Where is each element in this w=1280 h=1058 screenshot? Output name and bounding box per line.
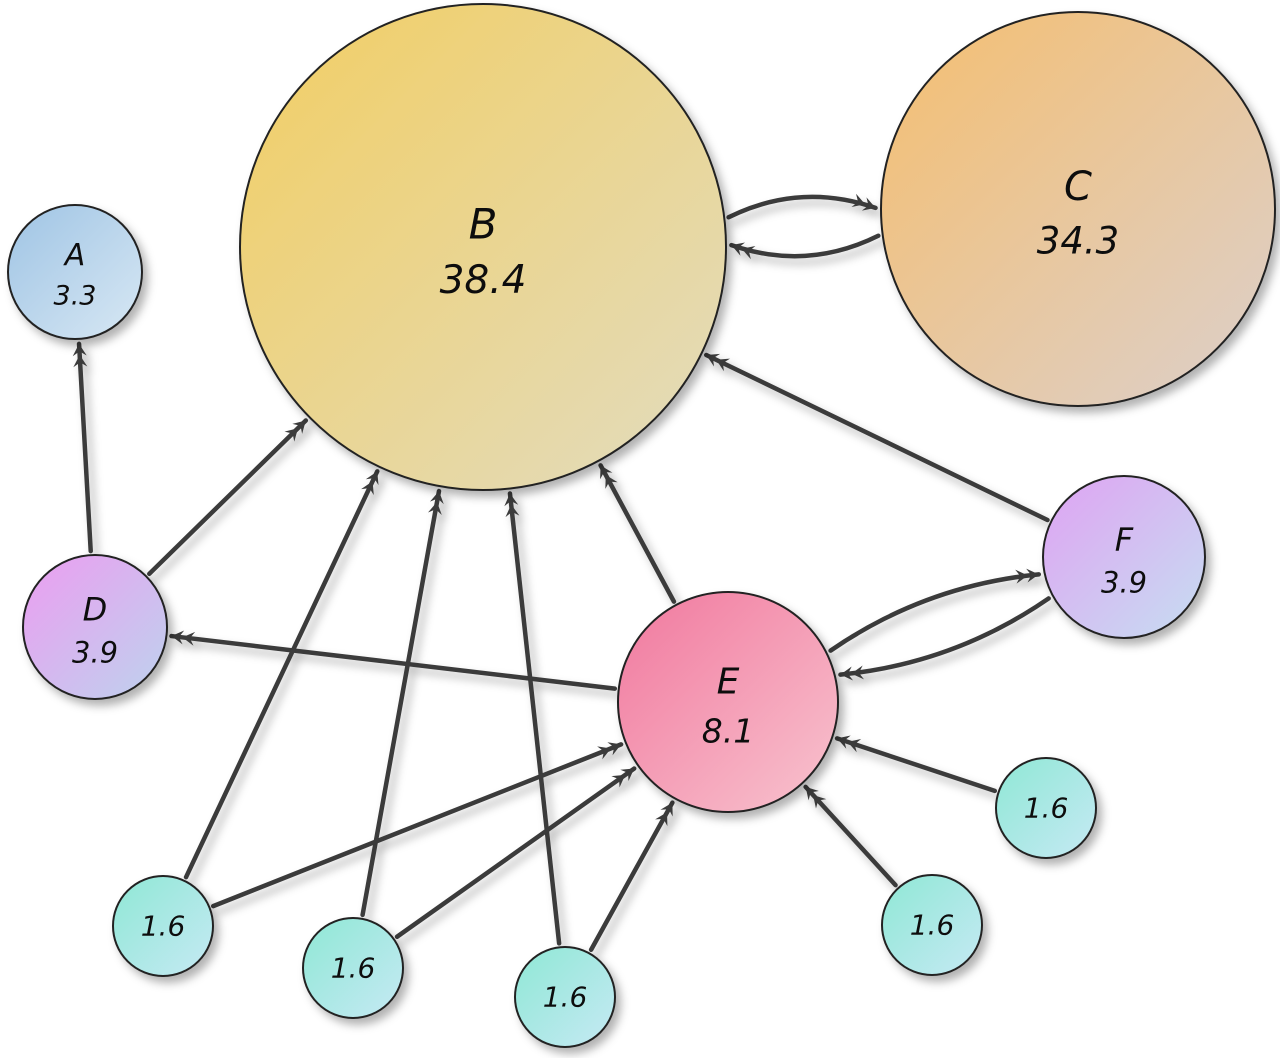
edge-G3-to-B xyxy=(504,491,562,946)
node-G1: 1.6 xyxy=(112,875,214,977)
node-circle-E xyxy=(617,591,839,813)
node-circle-G3 xyxy=(514,946,616,1048)
node-value-G4: 1.6 xyxy=(910,909,955,942)
node-label-A: A xyxy=(63,238,86,273)
edge-C-to-B xyxy=(729,233,881,260)
node-E: E 8.1 xyxy=(617,591,839,813)
node-circle-G4 xyxy=(881,874,983,976)
node-circle-A xyxy=(7,204,143,340)
node-circle-D xyxy=(22,554,168,700)
node-circle-B xyxy=(239,3,727,491)
node-D: D 3.9 xyxy=(22,554,168,700)
node-value-G3: 1.6 xyxy=(543,981,588,1014)
edge-F-to-E xyxy=(838,596,1051,681)
node-value-D: 3.9 xyxy=(72,636,118,670)
node-G2: 1.6 xyxy=(302,917,404,1019)
edge-G4-to-E xyxy=(803,784,898,888)
edge-G5-to-E xyxy=(834,735,998,794)
edge-G1-to-B xyxy=(183,469,380,880)
node-G4: 1.6 xyxy=(881,874,983,976)
node-circle-G5 xyxy=(995,757,1097,859)
node-A: A 3.3 xyxy=(7,204,143,340)
node-B: B 38.4 xyxy=(239,3,727,491)
node-value-G2: 1.6 xyxy=(331,952,376,985)
node-label-E: E xyxy=(717,662,740,703)
edge-D-to-B xyxy=(147,418,309,577)
node-label-D: D xyxy=(83,590,108,628)
node-value-F: 3.9 xyxy=(1101,566,1147,600)
nodes-layer: A 3.3 B 38.4 C 34.3D 3.9E 8.1 F 3.9 1.6 1.6 1.6 1.6 1.… xyxy=(7,3,1276,1048)
node-G3: 1.6 xyxy=(514,946,616,1048)
node-label-C: C xyxy=(1064,164,1092,210)
node-circle-G1 xyxy=(112,875,214,977)
node-label-B: B xyxy=(469,199,498,248)
edge-G2-to-E xyxy=(394,766,637,940)
node-value-G5: 1.6 xyxy=(1024,792,1069,825)
node-value-G1: 1.6 xyxy=(141,910,186,943)
edge-D-to-A xyxy=(72,341,93,554)
edge-G1-to-E xyxy=(210,742,624,909)
edge-B-to-C xyxy=(726,193,878,220)
node-label-F: F xyxy=(1115,520,1134,558)
node-F: F 3.9 xyxy=(1042,475,1206,639)
node-C: C 34.3 xyxy=(880,11,1276,407)
node-circle-C xyxy=(880,11,1276,407)
node-G5: 1.6 xyxy=(995,757,1097,859)
node-circle-F xyxy=(1042,475,1206,639)
node-value-C: 34.3 xyxy=(1037,220,1119,263)
node-value-B: 38.4 xyxy=(440,258,527,303)
node-value-A: 3.3 xyxy=(54,281,97,312)
node-value-E: 8.1 xyxy=(702,711,754,750)
edge-E-to-F xyxy=(828,568,1042,653)
edge-F-to-B xyxy=(704,352,1050,523)
edges-layer xyxy=(72,193,1051,952)
edge-G3-to-E xyxy=(588,800,675,952)
edge-E-to-B xyxy=(598,463,677,604)
edge-G2-to-B xyxy=(360,488,444,918)
node-circle-G2 xyxy=(302,917,404,1019)
edge-E-to-D xyxy=(169,630,618,691)
